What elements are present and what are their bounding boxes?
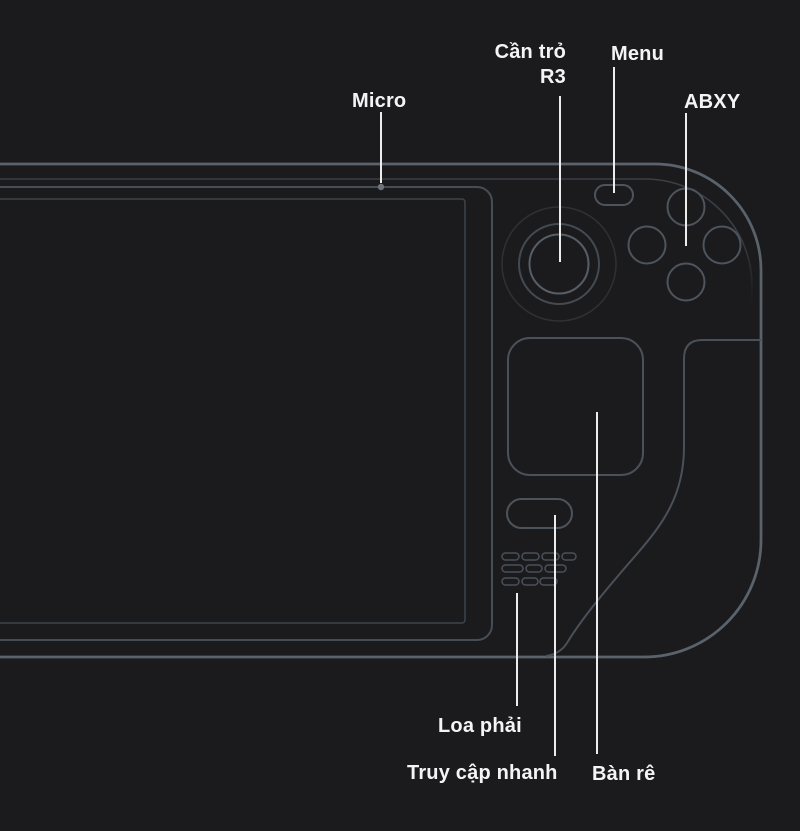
button-x xyxy=(627,225,667,265)
speaker-grille xyxy=(501,552,577,586)
label-thumbstick-line2: R3 xyxy=(540,66,566,88)
button-b xyxy=(702,225,742,265)
label-abxy: ABXY xyxy=(684,91,741,113)
trackpad xyxy=(507,337,644,476)
label-thumbstick-line1: Cần trỏ xyxy=(494,41,566,63)
label-menu: Menu xyxy=(611,43,665,65)
label-trackpad: Bàn rê xyxy=(592,763,656,785)
microphone-dot xyxy=(377,183,385,191)
device-front-edge xyxy=(0,178,753,308)
abxy-buttons xyxy=(627,187,742,302)
button-a xyxy=(666,262,706,302)
label-right-speaker: Loa phải xyxy=(438,715,522,737)
label-micro: Micro xyxy=(352,90,407,112)
quick-access-button xyxy=(506,498,573,529)
leader-lines xyxy=(380,67,687,756)
label-thumbstick: Cần trỏ R3 xyxy=(436,40,566,90)
label-quick-access: Truy cập nhanh xyxy=(407,762,558,784)
screen-display xyxy=(0,198,466,624)
screen-bezel xyxy=(0,186,493,641)
grip-boundary-line xyxy=(545,339,761,657)
device-body-outline xyxy=(0,162,763,659)
